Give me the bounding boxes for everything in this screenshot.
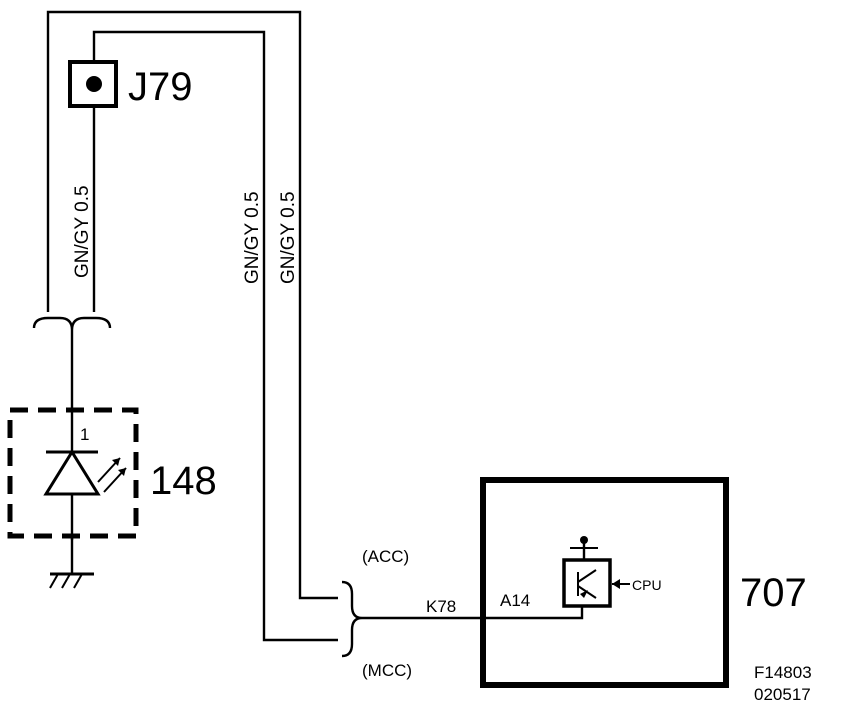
variant-brace [341,580,363,658]
wire-spec-right: GN/GY 0.5 [278,191,299,284]
wire-spec-left: GN/GY 0.5 [72,185,93,278]
connector-label: J79 [128,65,193,109]
switch-box [562,558,612,608]
switch-collector [577,569,597,583]
led-ray-1-head [112,458,120,466]
wire-spec-mid: GN/GY 0.5 [242,191,263,284]
led-ray-2-head [118,468,126,476]
ground-hatch-3 [73,573,83,589]
wire-left-outer [46,10,338,600]
connector-j79-dot [86,76,102,92]
cpu-arrow-head [612,579,620,589]
variant-mcc: (MCC) [362,661,412,680]
led-triangle [43,449,101,496]
module-707-box [480,477,729,688]
wire-inner-loop [92,30,338,642]
wire-k78 [362,606,584,620]
module-label: 707 [740,571,807,615]
switch-top-dot [580,536,588,544]
drawing-date: 020517 [754,685,811,704]
drawing-id: F14803 [754,663,812,682]
wire-id-k78: K78 [426,597,456,616]
led-label: 148 [150,459,217,503]
wire-merge-brace [32,316,112,331]
led-pin: 1 [80,425,89,444]
variant-acc: (ACC) [362,547,409,566]
ground-hatch-1 [49,573,59,589]
module-pin: A14 [500,591,530,610]
switch-arrow [580,590,588,598]
cpu-label: CPU [632,577,662,593]
ground-hatch-2 [61,573,71,589]
